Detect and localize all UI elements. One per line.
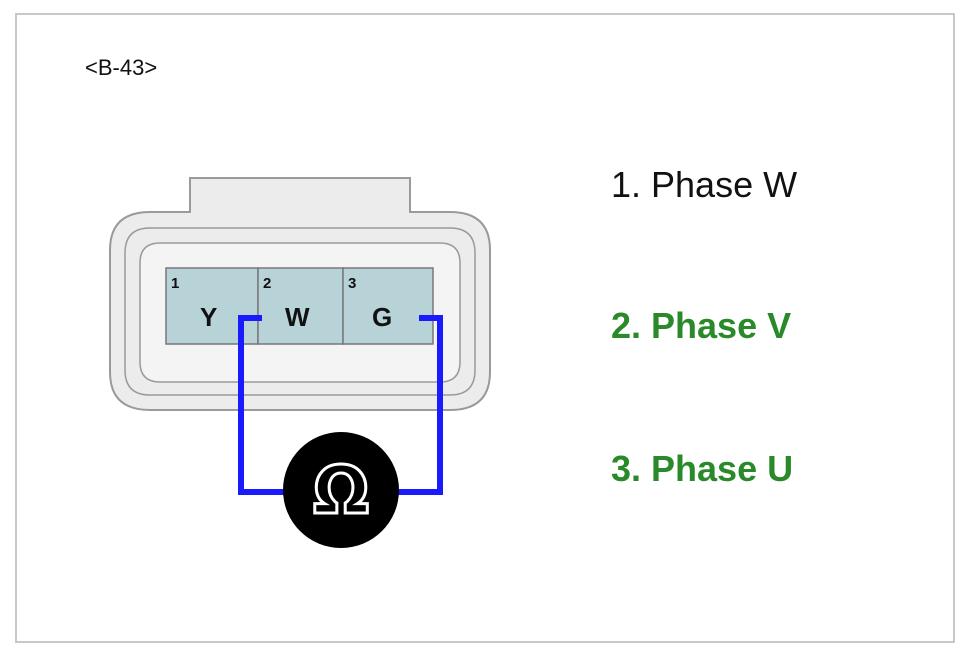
pin-number-3: 3 (348, 275, 356, 292)
legend-item-3: 3. Phase U (611, 448, 794, 489)
pin-color-3: G (372, 302, 392, 332)
pin-number-2: 2 (263, 275, 271, 292)
ohmmeter-symbol: Ω (313, 452, 369, 529)
pin-cell-3 (342, 267, 434, 345)
probe-wire-left (238, 315, 290, 495)
legend-item-1: 1. Phase W (611, 164, 798, 205)
legend-item-2: 2. Phase V (611, 305, 792, 346)
pin-number-1: 1 (171, 275, 179, 292)
pin-color-2: W (285, 302, 310, 332)
connector-inner-ring (124, 227, 476, 396)
ohmmeter-icon (283, 432, 399, 548)
connector-id-label: <B-43> (85, 55, 158, 80)
pin-color-1: Y (200, 302, 217, 332)
probe-wire-right (390, 315, 443, 495)
